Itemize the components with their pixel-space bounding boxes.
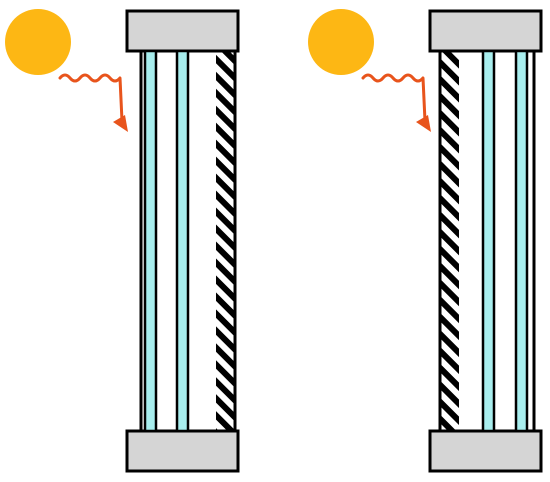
glass-pane-1 xyxy=(143,49,158,433)
hatched-absorber-layer xyxy=(440,51,459,431)
hatched-absorber-layer xyxy=(216,51,235,431)
radiation-arrowhead xyxy=(113,115,128,132)
radiation-arrow xyxy=(58,73,124,123)
left-window-assembly xyxy=(5,9,240,473)
bottom-frame-cap xyxy=(125,429,240,473)
radiation-arrowhead xyxy=(416,115,431,132)
top-frame-cap xyxy=(125,9,240,53)
sun-icon xyxy=(308,9,374,75)
bottom-frame-cap xyxy=(428,429,543,473)
radiation-arrow xyxy=(361,73,427,123)
sun-icon xyxy=(5,9,71,75)
glass-pane-2 xyxy=(514,49,529,433)
glass-pane-2 xyxy=(175,49,190,433)
top-frame-cap xyxy=(428,9,543,53)
right-window-assembly xyxy=(308,9,543,473)
glass-pane-1 xyxy=(481,49,496,433)
